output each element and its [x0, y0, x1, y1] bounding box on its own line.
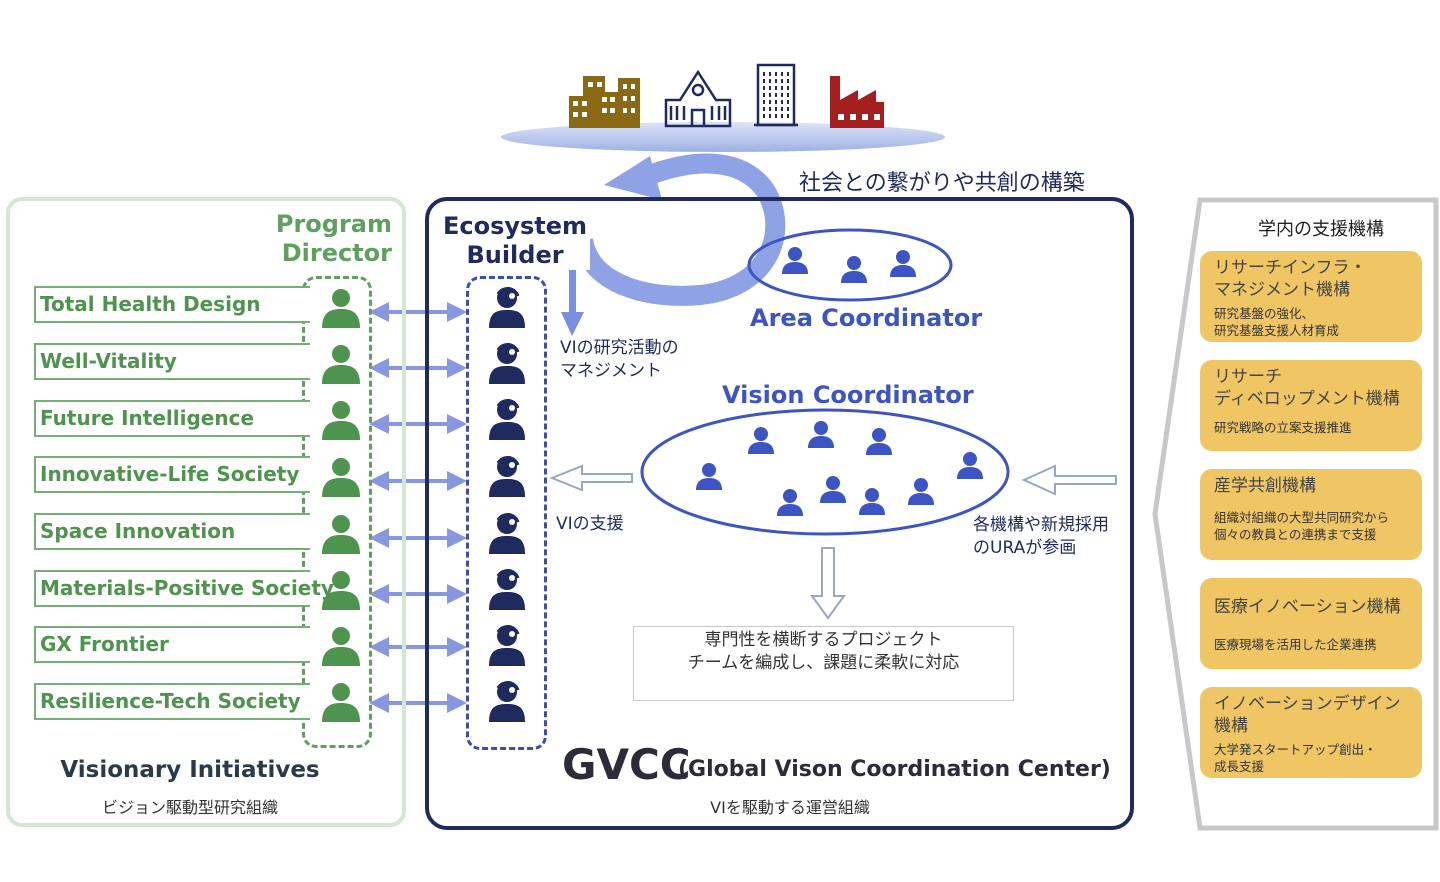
school-building-icon [664, 69, 732, 128]
support-item-name: リサーチインフラ・ マネジメント機構 [1214, 258, 1367, 300]
ura-label: 各機構や新規採用 のURAが参画 [973, 515, 1109, 558]
support-item-desc: 組織対組織の大型共同研究から 個々の教員との連携まで支援 [1214, 510, 1390, 542]
visionary-initiatives-panel [6, 197, 406, 827]
apartment-buildings-icon [569, 76, 640, 128]
program-director-people [322, 289, 360, 722]
vision-coordinator-ellipse [640, 408, 1010, 536]
office-tower-icon [754, 63, 798, 127]
ecosystem-builder-title: Ecosystem Builder [440, 212, 590, 270]
city-platform [501, 122, 945, 152]
support-item-name: 医療イノベーション機構 [1214, 597, 1401, 617]
vi-item-resilience-tech-society: Resilience-Tech Society [34, 683, 310, 720]
gvcc-description: VIを駆動する運営組織 [710, 798, 870, 817]
circular-arrow-head [604, 156, 662, 200]
support-item-desc: 研究基盤の強化、 研究基盤支援人材育成 [1214, 306, 1340, 338]
vi-item-well-vitality: Well-Vitality [34, 343, 310, 380]
support-item-medical-innovation: 医療イノベーション機構 医療現場を活用した企業連携 [1200, 578, 1422, 669]
vi-management-label: VIの研究活動の マネジメント [560, 338, 679, 381]
ecosystem-builder-people [489, 287, 525, 722]
support-item-desc: 大学発スタートアップ創出・ 成長支援 [1214, 742, 1377, 774]
vi-item-total-health-design: Total Health Design [34, 286, 310, 323]
coordinator-people [696, 247, 983, 516]
support-item-desc: 医療現場を活用した企業連携 [1214, 637, 1377, 652]
project-arrow [810, 547, 846, 620]
factory-icon [830, 76, 884, 128]
gvcc-full-name: (Global Vison Coordination Center) [678, 757, 1111, 782]
circular-arrow [573, 153, 786, 306]
visionary-initiatives-title: Visionary Initiatives [60, 757, 320, 783]
support-item-desc: 研究戦略の立案支援推進 [1214, 420, 1352, 435]
visionary-initiatives-subtitle: ビジョン駆動型研究組織 [101, 798, 278, 817]
area-coordinator-ellipse [747, 228, 953, 302]
project-team-box: 専門性を横断するプロジェクト チームを編成し、課題に柔軟に対応 [633, 626, 1014, 701]
support-item-name: イノベーションデザイン 機構 [1214, 694, 1401, 736]
vi-item-future-intelligence: Future Intelligence [34, 400, 310, 437]
area-coordinator-label: Area Coordinator [750, 304, 983, 332]
gvcc-title: GVCC [562, 740, 691, 789]
vi-support-label: VIの支援 [556, 514, 624, 534]
down-arrow [561, 268, 584, 336]
society-connection-caption: 社会との繋がりや共創の構築 [799, 171, 1085, 196]
vi-support-arrow [549, 464, 633, 492]
vi-item-materials-positive-society: Materials-Positive Society [34, 570, 334, 607]
support-item-research-development: リサーチ ディベロップメント機構 研究戦略の立案支援推進 [1200, 360, 1422, 451]
pd-eb-arrows [369, 302, 467, 713]
ura-arrow [1021, 464, 1117, 496]
gvcc-panel [425, 197, 1134, 830]
program-director-group [302, 276, 372, 748]
support-item-name: リサーチ ディベロップメント機構 [1214, 367, 1400, 409]
support-item-research-infra: リサーチインフラ・ マネジメント機構 研究基盤の強化、 研究基盤支援人材育成 [1200, 251, 1422, 342]
program-director-title: Program Director [275, 210, 392, 267]
support-item-name: 産学共創機構 [1214, 476, 1316, 496]
support-item-industry-cocreation: 産学共創機構 組織対組織の大型共同研究から 個々の教員との連携まで支援 [1200, 469, 1422, 560]
support-title: 学内の支援機構 [1258, 219, 1384, 240]
vi-item-gx-frontier: GX Frontier [34, 626, 310, 663]
vision-coordinator-label: Vision Coordinator [722, 381, 974, 409]
vi-item-space-innovation: Space Innovation [34, 513, 310, 550]
support-item-innovation-design: イノベーションデザイン 機構 大学発スタートアップ創出・ 成長支援 [1200, 687, 1422, 778]
vi-item-innovative-life-society: Innovative-Life Society [34, 456, 310, 493]
ecosystem-builder-group [466, 276, 547, 750]
